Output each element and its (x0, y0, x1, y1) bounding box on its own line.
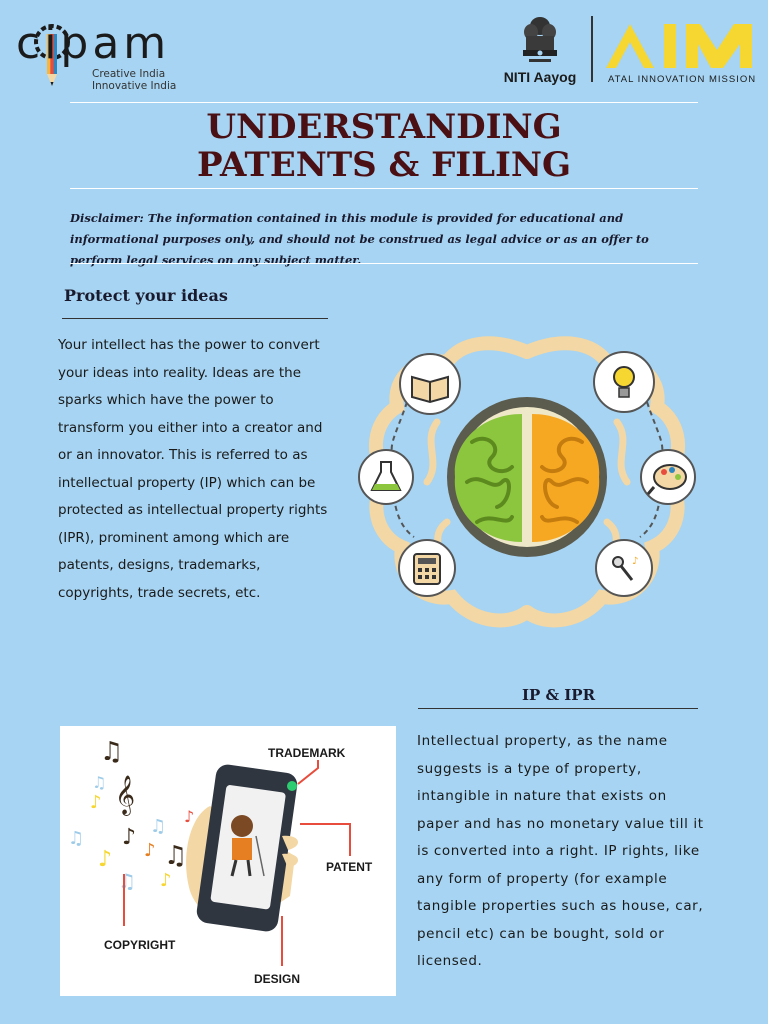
palette-icon (640, 449, 696, 505)
microphone-icon: ♪ (595, 539, 653, 597)
svg-text:♪: ♪ (632, 556, 638, 567)
lightbulb-icon (593, 351, 655, 413)
ip-body: Intellectual property, as the name sugge… (417, 733, 704, 969)
ip-illustration: ♫ 𝄞 ♪ ♫ ♫ ♫ ♫ ♫ ♪ ♪ ♪ ♪ ♪ (60, 726, 396, 996)
aim-logo: ATAL INNOVATION MISSION (602, 18, 762, 88)
title-line-1: UNDERSTANDING (206, 107, 562, 147)
label-trademark: TRADEMARK (268, 746, 346, 760)
protect-body: Your intellect has the power to convert … (58, 337, 328, 601)
svg-text:♪: ♪ (184, 807, 194, 826)
svg-text:♫: ♫ (100, 737, 123, 767)
tagline-line-1: Creative India (92, 68, 166, 80)
svg-text:♫: ♫ (150, 816, 166, 837)
svg-text:♪: ♪ (144, 840, 156, 861)
svg-text:♪: ♪ (98, 847, 112, 872)
aim-label: ATAL INNOVATION MISSION (608, 74, 757, 85)
svg-text:♪: ♪ (90, 792, 102, 813)
title-rule-top (70, 102, 698, 103)
label-copyright: COPYRIGHT (104, 938, 176, 952)
label-design: DESIGN (254, 972, 301, 986)
ip-heading-rule (418, 708, 698, 709)
ip-heading: IP & IPR (522, 686, 596, 704)
disclaimer-rule (70, 263, 698, 264)
flask-icon (358, 449, 414, 505)
phone-illustration-icon: ♫ 𝄞 ♪ ♫ ♫ ♫ ♫ ♫ ♪ ♪ ♪ ♪ ♪ (68, 737, 351, 966)
label-patent: PATENT (326, 860, 373, 874)
svg-text:♫: ♫ (164, 841, 187, 871)
disclaimer-text: Disclaimer: The information contained in… (70, 211, 649, 267)
tagline-line-2: Innovative India (92, 80, 177, 92)
protect-heading-rule (62, 318, 328, 319)
svg-text:♪: ♪ (122, 825, 136, 850)
svg-text:𝄞: 𝄞 (115, 775, 135, 816)
brain-icon (447, 397, 607, 557)
emblem-icon (523, 17, 557, 62)
svg-text:♫: ♫ (92, 773, 106, 792)
niti-aayog-label: NITI Aayog (503, 69, 577, 85)
svg-text:♫: ♫ (118, 869, 136, 893)
book-icon (399, 353, 461, 415)
pencil-gear-icon (34, 24, 70, 86)
brain-illustration: ♪ (358, 336, 696, 628)
title-rule-bottom (70, 188, 698, 189)
cipam-wordmark: cipam (16, 18, 171, 69)
title-line-2: PATENTS & FILING (196, 145, 572, 185)
logo-divider (591, 16, 593, 82)
cipam-logo: cipam Creative India Innovative India (14, 12, 184, 92)
niti-aayog-logo: NITI Aayog (495, 14, 585, 86)
calculator-icon (398, 539, 456, 597)
svg-text:♫: ♫ (68, 828, 84, 849)
svg-text:♪: ♪ (160, 870, 172, 891)
cipam-tagline: Creative India Innovative India (92, 68, 176, 92)
page-title: UNDERSTANDING PATENTS & FILING (70, 108, 698, 184)
protect-heading: Protect your ideas (64, 286, 228, 305)
aim-mark-icon (606, 24, 752, 68)
